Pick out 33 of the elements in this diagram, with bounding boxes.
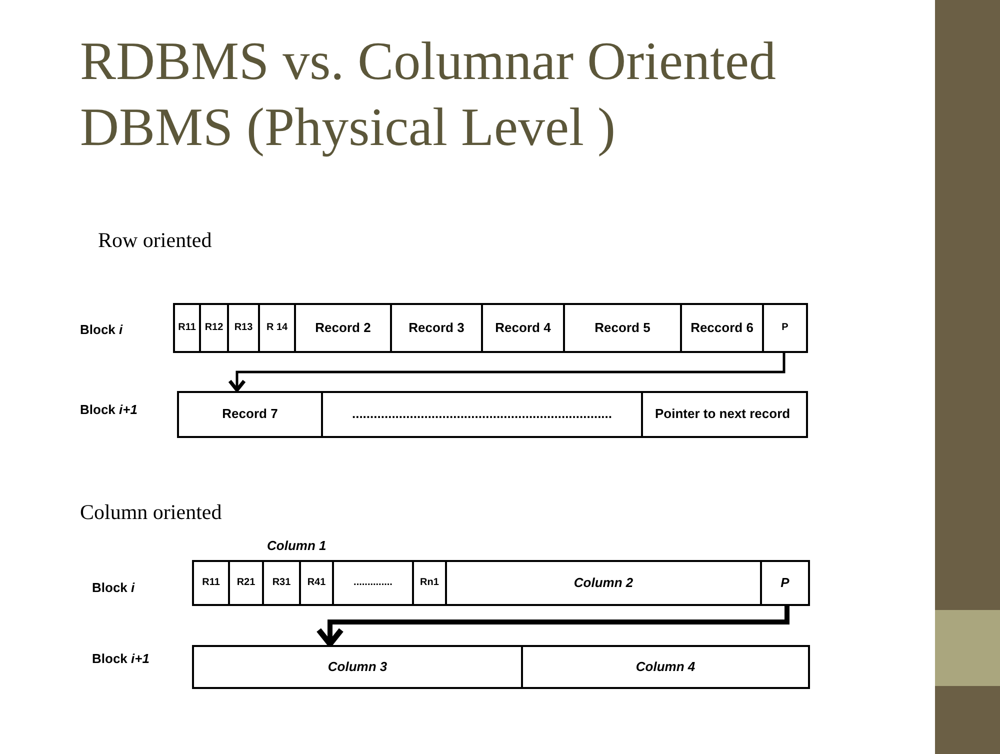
record-cell: Record 5 — [563, 303, 682, 353]
dotted-cell: .............. — [332, 560, 414, 606]
record-cell: Record 3 — [390, 303, 483, 353]
record-cell: Record 4 — [481, 303, 565, 353]
column-cell: Column 4 — [521, 645, 810, 689]
value-cell: R21 — [228, 560, 264, 606]
value-cell: Rn1 — [412, 560, 447, 606]
dotted-cell: ........................................................................ — [321, 391, 643, 438]
record-cell: Reccord 6 — [680, 303, 764, 353]
pointer-cell: Pointer to next record — [641, 391, 808, 438]
row-label: Block i+1 — [92, 651, 150, 666]
column-cell: Column 2 — [445, 560, 762, 606]
row-label: Block i — [80, 322, 123, 337]
record-cell: Record 7 — [177, 391, 323, 438]
connector-arrow — [316, 606, 790, 647]
slide-title: RDBMS vs. Columnar Oriented DBMS (Physical Level ) — [80, 30, 777, 159]
column-heading: Column 1 — [267, 538, 326, 553]
row-label: Block i+1 — [80, 402, 138, 417]
record-cell: Record 2 — [294, 303, 392, 353]
column-cell: Column 3 — [192, 645, 523, 689]
pointer-cell: P — [762, 303, 808, 353]
value-cell: R31 — [262, 560, 301, 606]
record-field-cell: R12 — [199, 303, 229, 353]
section-heading: Row oriented — [98, 228, 212, 253]
record-field-cell: R 14 — [258, 303, 296, 353]
value-cell: R41 — [299, 560, 334, 606]
connector-arrow — [228, 353, 786, 392]
row-label: Block i — [92, 580, 135, 595]
record-field-cell: R11 — [173, 303, 201, 353]
value-cell: R11 — [192, 560, 230, 606]
pointer-cell: P — [760, 560, 810, 606]
section-heading: Column oriented — [80, 500, 222, 525]
record-field-cell: R13 — [227, 303, 260, 353]
